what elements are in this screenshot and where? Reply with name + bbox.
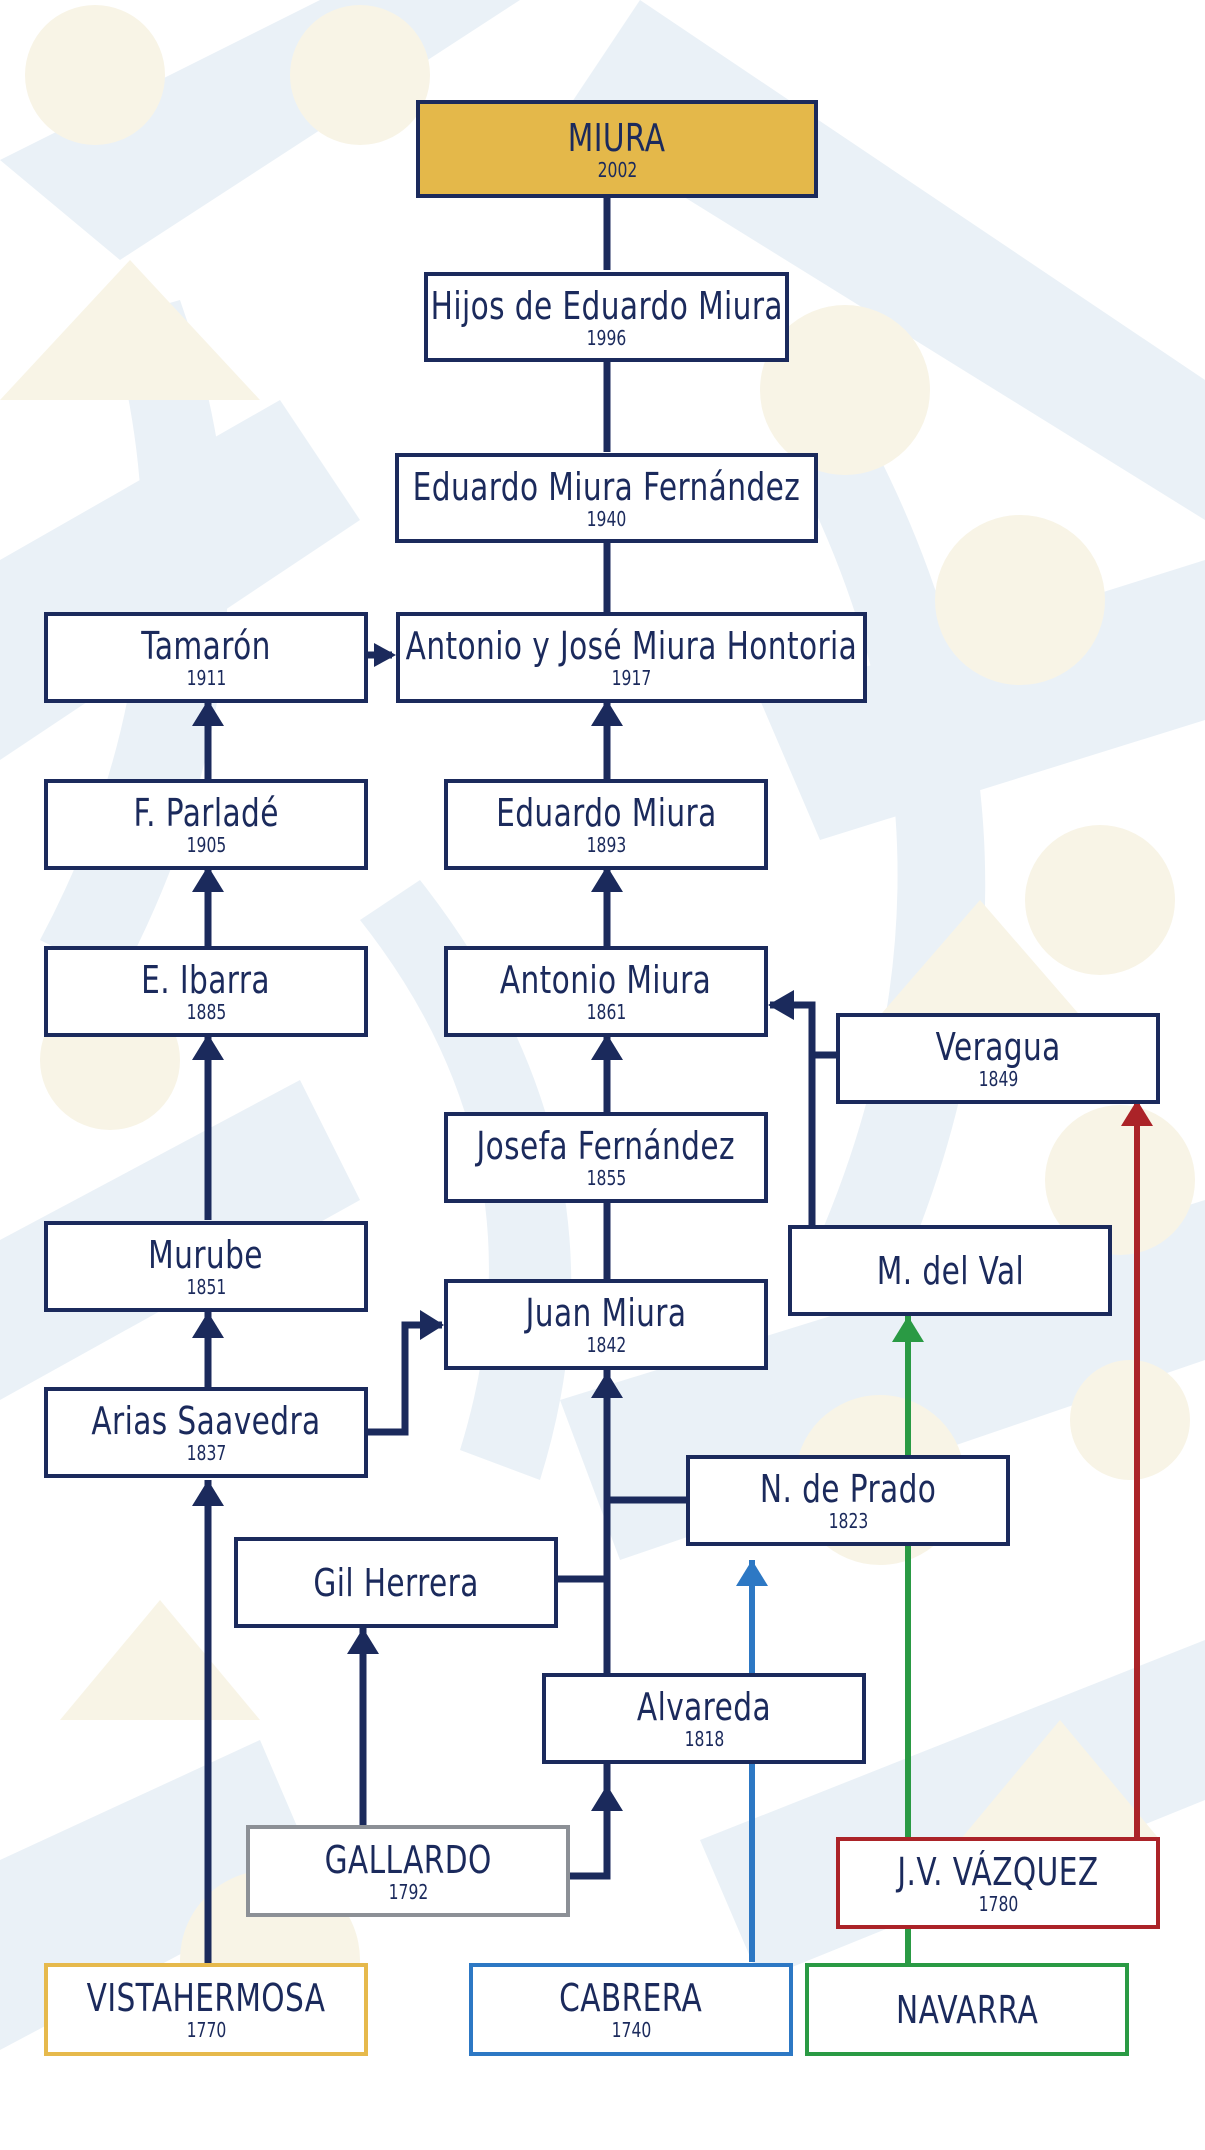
node-vistahermosa: VISTAHERMOSA 1770 [44,1963,368,2056]
node-n-de-prado: N. de Prado 1823 [686,1455,1010,1546]
node-year: 1823 [828,1509,868,1533]
node-name: Murube [148,1233,264,1277]
node-murube: Murube 1851 [44,1221,368,1312]
node-veragua: Veragua 1849 [836,1013,1160,1104]
node-name: N. de Prado [759,1467,937,1511]
node-antonio-y-jose-miura-hontoria: Antonio y José Miura Hontoria 1917 [396,612,867,703]
node-name: Antonio Miura [500,958,712,1002]
node-year: 2002 [597,157,637,182]
node-name: Arias Saavedra [91,1399,321,1443]
node-name: Eduardo Miura [495,791,717,835]
node-year: 1940 [586,506,627,531]
node-name: Josefa Fernández [476,1124,736,1168]
node-name: E. Ibarra [141,958,271,1002]
node-alvareda: Alvareda 1818 [542,1673,866,1764]
node-name: CABRERA [559,1976,703,2020]
node-year: 1849 [978,1067,1018,1091]
node-year: 1792 [388,1879,428,1904]
node-josefa-fernandez: Josefa Fernández 1855 [444,1112,768,1203]
node-arias-saavedra: Arias Saavedra 1837 [44,1387,368,1478]
node-eduardo-miura: Eduardo Miura 1893 [444,779,768,870]
node-year: 1911 [186,666,226,690]
node-name: Tamarón [141,624,271,668]
node-name: M. del Val [876,1248,1024,1293]
node-year: 1818 [684,1727,724,1751]
node-name: NAVARRA [895,1987,1039,2032]
node-jv-vazquez: J.V. VÁZQUEZ 1780 [836,1837,1160,1929]
node-year: 1893 [586,833,626,857]
node-year: 1851 [186,1275,226,1299]
node-year: 1780 [978,1891,1018,1916]
node-navarra: NAVARRA [805,1963,1129,2056]
node-name: F. Parladé [133,791,279,835]
node-name: Eduardo Miura Fernández [412,464,801,509]
node-year: 1837 [186,1441,226,1465]
node-name: Hijos de Eduardo Miura [430,283,783,328]
node-m-del-val: M. del Val [788,1225,1112,1316]
node-name: VISTAHERMOSA [86,1976,326,2020]
node-tamaron: Tamarón 1911 [44,612,368,703]
node-gil-herrera: Gil Herrera [234,1537,558,1628]
node-hijos-de-eduardo-miura: Hijos de Eduardo Miura 1996 [424,272,789,362]
node-juan-miura: Juan Miura 1842 [444,1279,768,1370]
node-f-parlade: F. Parladé 1905 [44,779,368,870]
node-name: GALLARDO [324,1837,492,1882]
node-year: 1861 [586,1000,626,1024]
node-year: 1855 [586,1166,626,1190]
node-gallardo: GALLARDO 1792 [246,1825,570,1917]
node-year: 1996 [586,325,627,350]
node-name: Gil Herrera [313,1560,479,1605]
node-year: 1842 [586,1333,626,1357]
node-name: MIURA [568,115,666,160]
node-eduardo-miura-fernandez: Eduardo Miura Fernández 1940 [395,453,818,543]
node-antonio-miura: Antonio Miura 1861 [444,946,768,1037]
node-name: Veragua [935,1025,1061,1069]
node-year: 1885 [186,1000,226,1024]
node-miura: MIURA 2002 [416,100,818,198]
node-e-ibarra: E. Ibarra 1885 [44,946,368,1037]
node-year: 1740 [611,2018,651,2042]
node-name: Alvareda [636,1685,772,1729]
node-name: J.V. VÁZQUEZ [897,1849,1099,1894]
node-year: 1770 [186,2018,226,2042]
node-year: 1905 [186,833,226,857]
node-name: Juan Miura [525,1291,687,1335]
node-cabrera: CABRERA 1740 [469,1963,793,2056]
node-year: 1917 [611,666,652,690]
node-name: Antonio y José Miura Hontoria [405,624,858,668]
